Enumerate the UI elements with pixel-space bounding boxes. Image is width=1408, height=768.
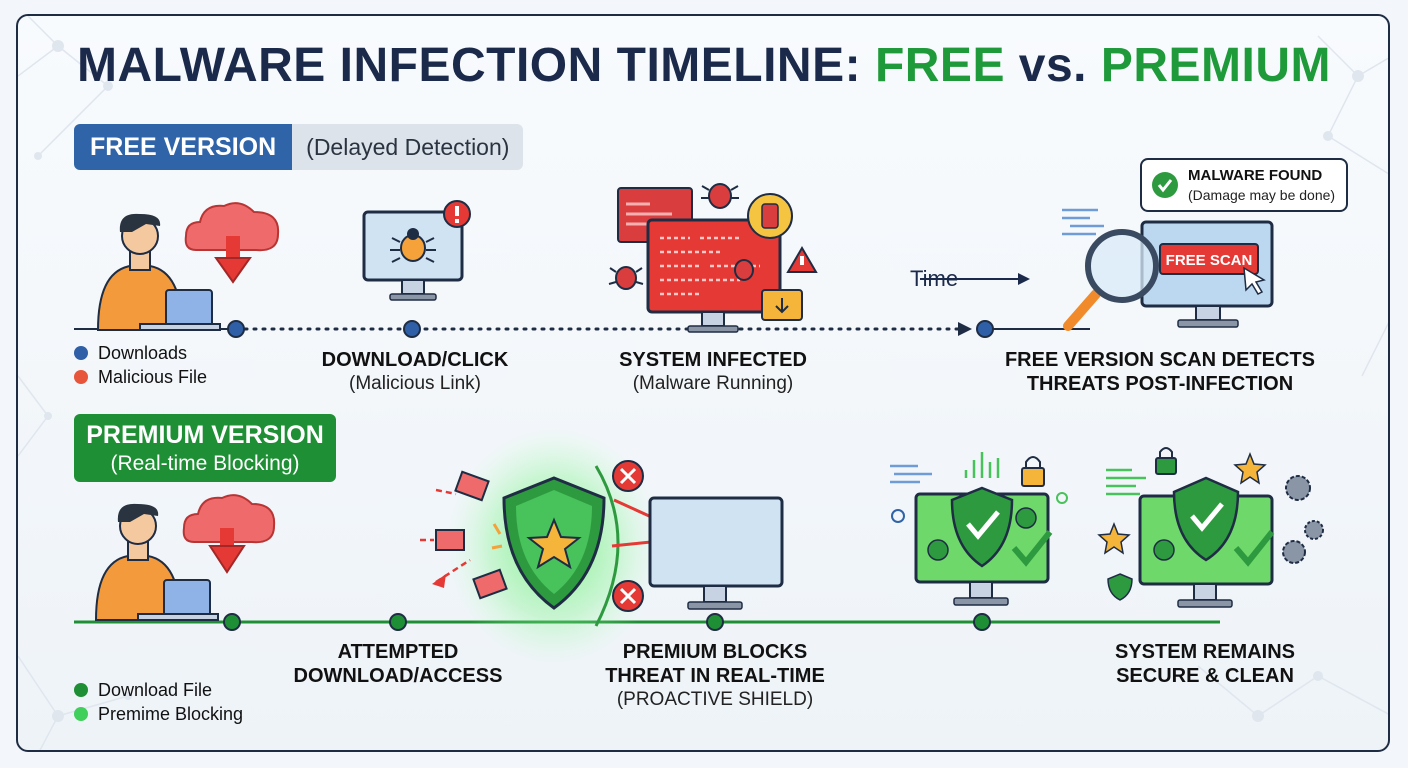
legend-label: Downloads	[98, 342, 188, 363]
legend-label: Malicious File	[98, 366, 208, 387]
malware-found-callout: MALWARE FOUND (Damage may be done)	[1140, 158, 1348, 212]
step-download-click: DOWNLOAD/CLICK (Malicious Link)	[290, 348, 540, 395]
step-title-line2: SECURE & CLEAN	[1116, 665, 1294, 687]
cloud-download-icon	[184, 202, 280, 284]
user-laptop-icon	[96, 213, 221, 331]
step-attempted-download: ATTEMPTED DOWNLOAD/ACCESS	[270, 640, 526, 688]
step-title: SYSTEM INFECTED	[619, 349, 807, 371]
incoming-email-icons	[420, 470, 508, 600]
background-network	[18, 16, 1388, 750]
step-title: ATTEMPTED	[337, 641, 459, 663]
cloud-download-icon-premium	[182, 494, 276, 574]
premium-badge-subtitle: (Real-time Blocking)	[110, 451, 300, 475]
timeline-node	[403, 320, 421, 338]
legend-label: Download File	[98, 679, 213, 700]
gear-icon	[1282, 540, 1306, 564]
proactive-shield-icon	[446, 426, 662, 666]
free-badge-label: FREE VERSION	[74, 124, 293, 170]
legend-item: Downloads	[74, 341, 207, 365]
user-laptop-icon-premium	[94, 503, 219, 621]
premium-badge-label: PREMIUM VERSION	[86, 420, 324, 449]
legend-dot-downloads	[74, 346, 88, 360]
legend-item: Premime Blocking	[74, 702, 243, 726]
premium-timeline	[74, 613, 1220, 631]
free-scan-button-label: FREE SCAN	[1166, 252, 1253, 269]
step-title: FREE VERSION SCAN DETECTS	[1004, 349, 1316, 371]
premium-version-badge: PREMIUM VERSION (Real-time Blocking)	[74, 414, 336, 482]
step-title: SYSTEM REMAINS	[1114, 641, 1296, 663]
system-infected-icon	[608, 183, 818, 333]
premium-legend: Download File Premime Blocking	[74, 678, 243, 726]
legend-dot-blocking	[74, 707, 88, 721]
page-title: MALWARE INFECTION TIMELINE: FREE vs. PRE…	[0, 38, 1408, 93]
check-icon	[1152, 172, 1178, 198]
timeline-node	[706, 613, 724, 631]
title-text: MALWARE INFECTION TIMELINE:	[76, 39, 875, 92]
timeline-node	[223, 613, 241, 631]
step-title-line2: THREAT IN REAL-TIME	[605, 665, 825, 687]
step-premium-blocks: PREMIUM BLOCKS THREAT IN REAL-TIME (PROA…	[580, 640, 850, 711]
timeline-node	[227, 320, 245, 338]
step-subtitle: (Malware Running)	[632, 373, 794, 394]
timeline-node	[976, 320, 994, 338]
step-system-secure: SYSTEM REMAINS SECURE & CLEAN	[1090, 640, 1320, 688]
legend-dot-download-file	[74, 683, 88, 697]
step-free-scan-detects: FREE VERSION SCAN DETECTS THREATS POST-I…	[990, 348, 1330, 396]
free-badge-subtitle: (Delayed Detection)	[292, 124, 524, 170]
legend-label: Premime Blocking	[98, 703, 244, 724]
legend-dot-malicious	[74, 370, 88, 384]
step-subtitle: (Malicious Link)	[349, 373, 481, 394]
step-system-infected: SYSTEM INFECTED (Malware Running)	[588, 348, 838, 395]
gear-icon	[1285, 475, 1311, 501]
secure-monitor-icon	[890, 452, 1068, 606]
title-vs: vs.	[1004, 39, 1101, 92]
free-version-badge: FREE VERSION (Delayed Detection)	[74, 124, 524, 170]
protected-monitor-icon	[648, 496, 784, 610]
callout-subtitle: (Damage may be done)	[1188, 187, 1336, 203]
step-title: PREMIUM BLOCKS	[622, 641, 808, 663]
step-title-line2: THREATS POST-INFECTION	[1026, 373, 1294, 395]
blocked-threat-icons	[611, 460, 702, 612]
infected-monitor-icon	[362, 200, 471, 301]
magnifier-handle	[1063, 289, 1101, 331]
secure-monitor-icon-2	[1097, 447, 1324, 608]
legend-item: Malicious File	[74, 365, 207, 389]
timeline-node	[389, 613, 407, 631]
step-subtitle: (PROACTIVE SHIELD)	[616, 689, 814, 710]
callout-title: MALWARE FOUND	[1188, 167, 1323, 184]
title-free: FREE	[874, 39, 1005, 92]
magnifier-icon	[1085, 229, 1159, 303]
legend-item: Download File	[74, 678, 243, 702]
step-title-line2: DOWNLOAD/ACCESS	[293, 665, 503, 687]
title-premium: PREMIUM	[1100, 39, 1332, 92]
time-axis-label: Time	[910, 266, 959, 291]
free-legend: Downloads Malicious File	[74, 341, 207, 389]
gear-icon	[1304, 520, 1324, 540]
timeline-node	[973, 613, 991, 631]
step-title: DOWNLOAD/CLICK	[321, 349, 509, 371]
free-scan-monitor-icon: FREE SCAN	[1062, 208, 1274, 331]
cursor-icon	[1243, 266, 1266, 295]
free-scan-button[interactable]	[1159, 243, 1259, 275]
